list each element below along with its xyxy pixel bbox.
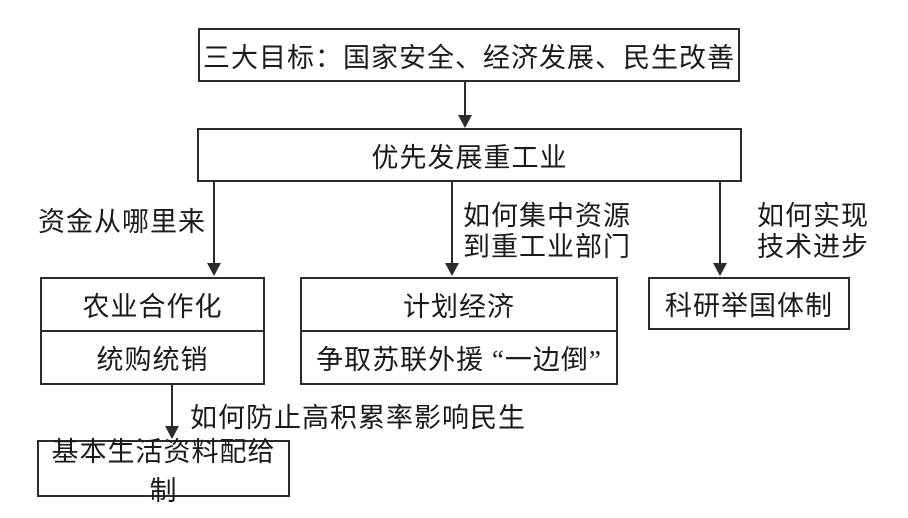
arrowhead-middle-branch-icon <box>445 263 459 276</box>
node-funding-measures: 农业合作化 统购统销 <box>40 277 265 385</box>
node-research-system-label: 科研举国体制 <box>665 291 833 321</box>
node-economy-measures: 计划经济 争取苏联外援 “一边倒” <box>300 277 618 385</box>
node-three-goals-label: 三大目标：国家安全、经济发展、民生改善 <box>203 42 735 73</box>
connector-left-branch <box>213 182 215 265</box>
node-rationing-system: 基本生活资料配给制 <box>37 437 290 506</box>
node-heavy-industry: 优先发展重工业 <box>197 128 742 182</box>
node-rationing-system-label: 基本生活资料配给制 <box>51 436 276 506</box>
node-agricultural-cooperation: 农业合作化 <box>42 279 263 332</box>
node-heavy-industry-label: 优先发展重工业 <box>371 142 568 173</box>
node-three-goals: 三大目标：国家安全、经济发展、民生改善 <box>198 28 740 82</box>
edge-label-resources-line1: 如何集中资源 <box>463 201 631 231</box>
edge-label-funding: 资金从哪里来 <box>38 207 206 237</box>
edge-label-technology: 如何实现 技术进步 <box>757 201 869 263</box>
edge-label-livelihood: 如何防止高积累率影响民生 <box>190 403 526 433</box>
node-planned-economy: 计划经济 <box>302 279 616 332</box>
connector-to-rationing <box>171 385 173 428</box>
connector-right-branch <box>719 182 721 265</box>
arrowhead-to-rationing-icon <box>165 426 179 439</box>
connector-middle-branch <box>451 182 453 265</box>
arrowhead-title-to-level2-icon <box>458 115 472 128</box>
connector-title-to-level2 <box>464 82 466 117</box>
node-unified-purchase-sale: 统购统销 <box>96 345 209 375</box>
edge-label-resources-line2: 到重工业部门 <box>463 232 631 262</box>
edge-label-technology-line2: 技术进步 <box>757 232 869 262</box>
node-soviet-aid: 争取苏联外援 “一边倒” <box>316 345 602 375</box>
edge-label-technology-line1: 如何实现 <box>757 201 869 231</box>
edge-label-resources: 如何集中资源 到重工业部门 <box>463 201 631 263</box>
arrowhead-right-branch-icon <box>713 263 727 276</box>
node-research-system: 科研举国体制 <box>648 277 850 330</box>
arrowhead-left-branch-icon <box>207 263 221 276</box>
